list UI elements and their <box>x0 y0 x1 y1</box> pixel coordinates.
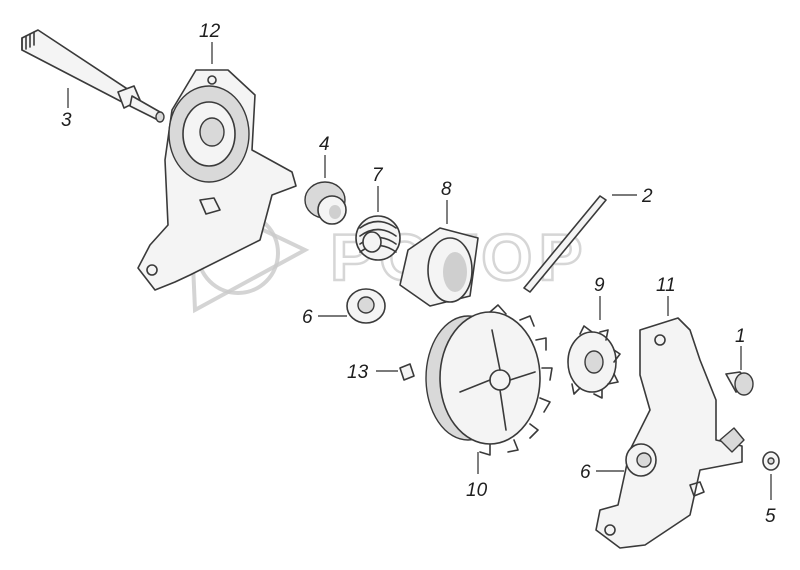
callout-12: 12 <box>199 21 221 42</box>
callout-4: 4 <box>319 134 330 155</box>
callout-10: 10 <box>466 480 488 501</box>
callout-6-upper: 6 <box>302 307 313 328</box>
part-7-spring <box>355 215 401 261</box>
callout-3: 3 <box>61 110 72 131</box>
part-5-washer <box>762 451 780 471</box>
part-9-small-gear <box>567 325 621 399</box>
callout-13: 13 <box>347 362 369 383</box>
callout-labels: 12 3 4 7 8 2 6 9 11 1 13 6 10 5 <box>61 21 776 527</box>
callout-7: 7 <box>372 165 384 186</box>
callout-6-lower: 6 <box>580 462 591 483</box>
part-13-pin <box>399 363 415 381</box>
part-10-drum-gear <box>425 304 553 456</box>
part-3-shaft <box>21 29 165 123</box>
part-1-bolt <box>725 371 754 396</box>
part-8-sleeve <box>399 227 479 307</box>
part-6-washer-lower <box>625 443 657 477</box>
part-6-washer-upper <box>346 288 386 324</box>
callout-2: 2 <box>641 186 653 207</box>
part-4-bushing <box>304 181 347 225</box>
leader-lines <box>67 42 772 500</box>
callout-8: 8 <box>441 179 452 200</box>
callout-5: 5 <box>765 506 776 527</box>
callout-11: 11 <box>656 275 676 296</box>
part-2-key <box>523 195 607 293</box>
callout-1: 1 <box>735 326 746 347</box>
part-12-mounting-plate <box>137 69 297 291</box>
callout-9: 9 <box>594 275 605 296</box>
